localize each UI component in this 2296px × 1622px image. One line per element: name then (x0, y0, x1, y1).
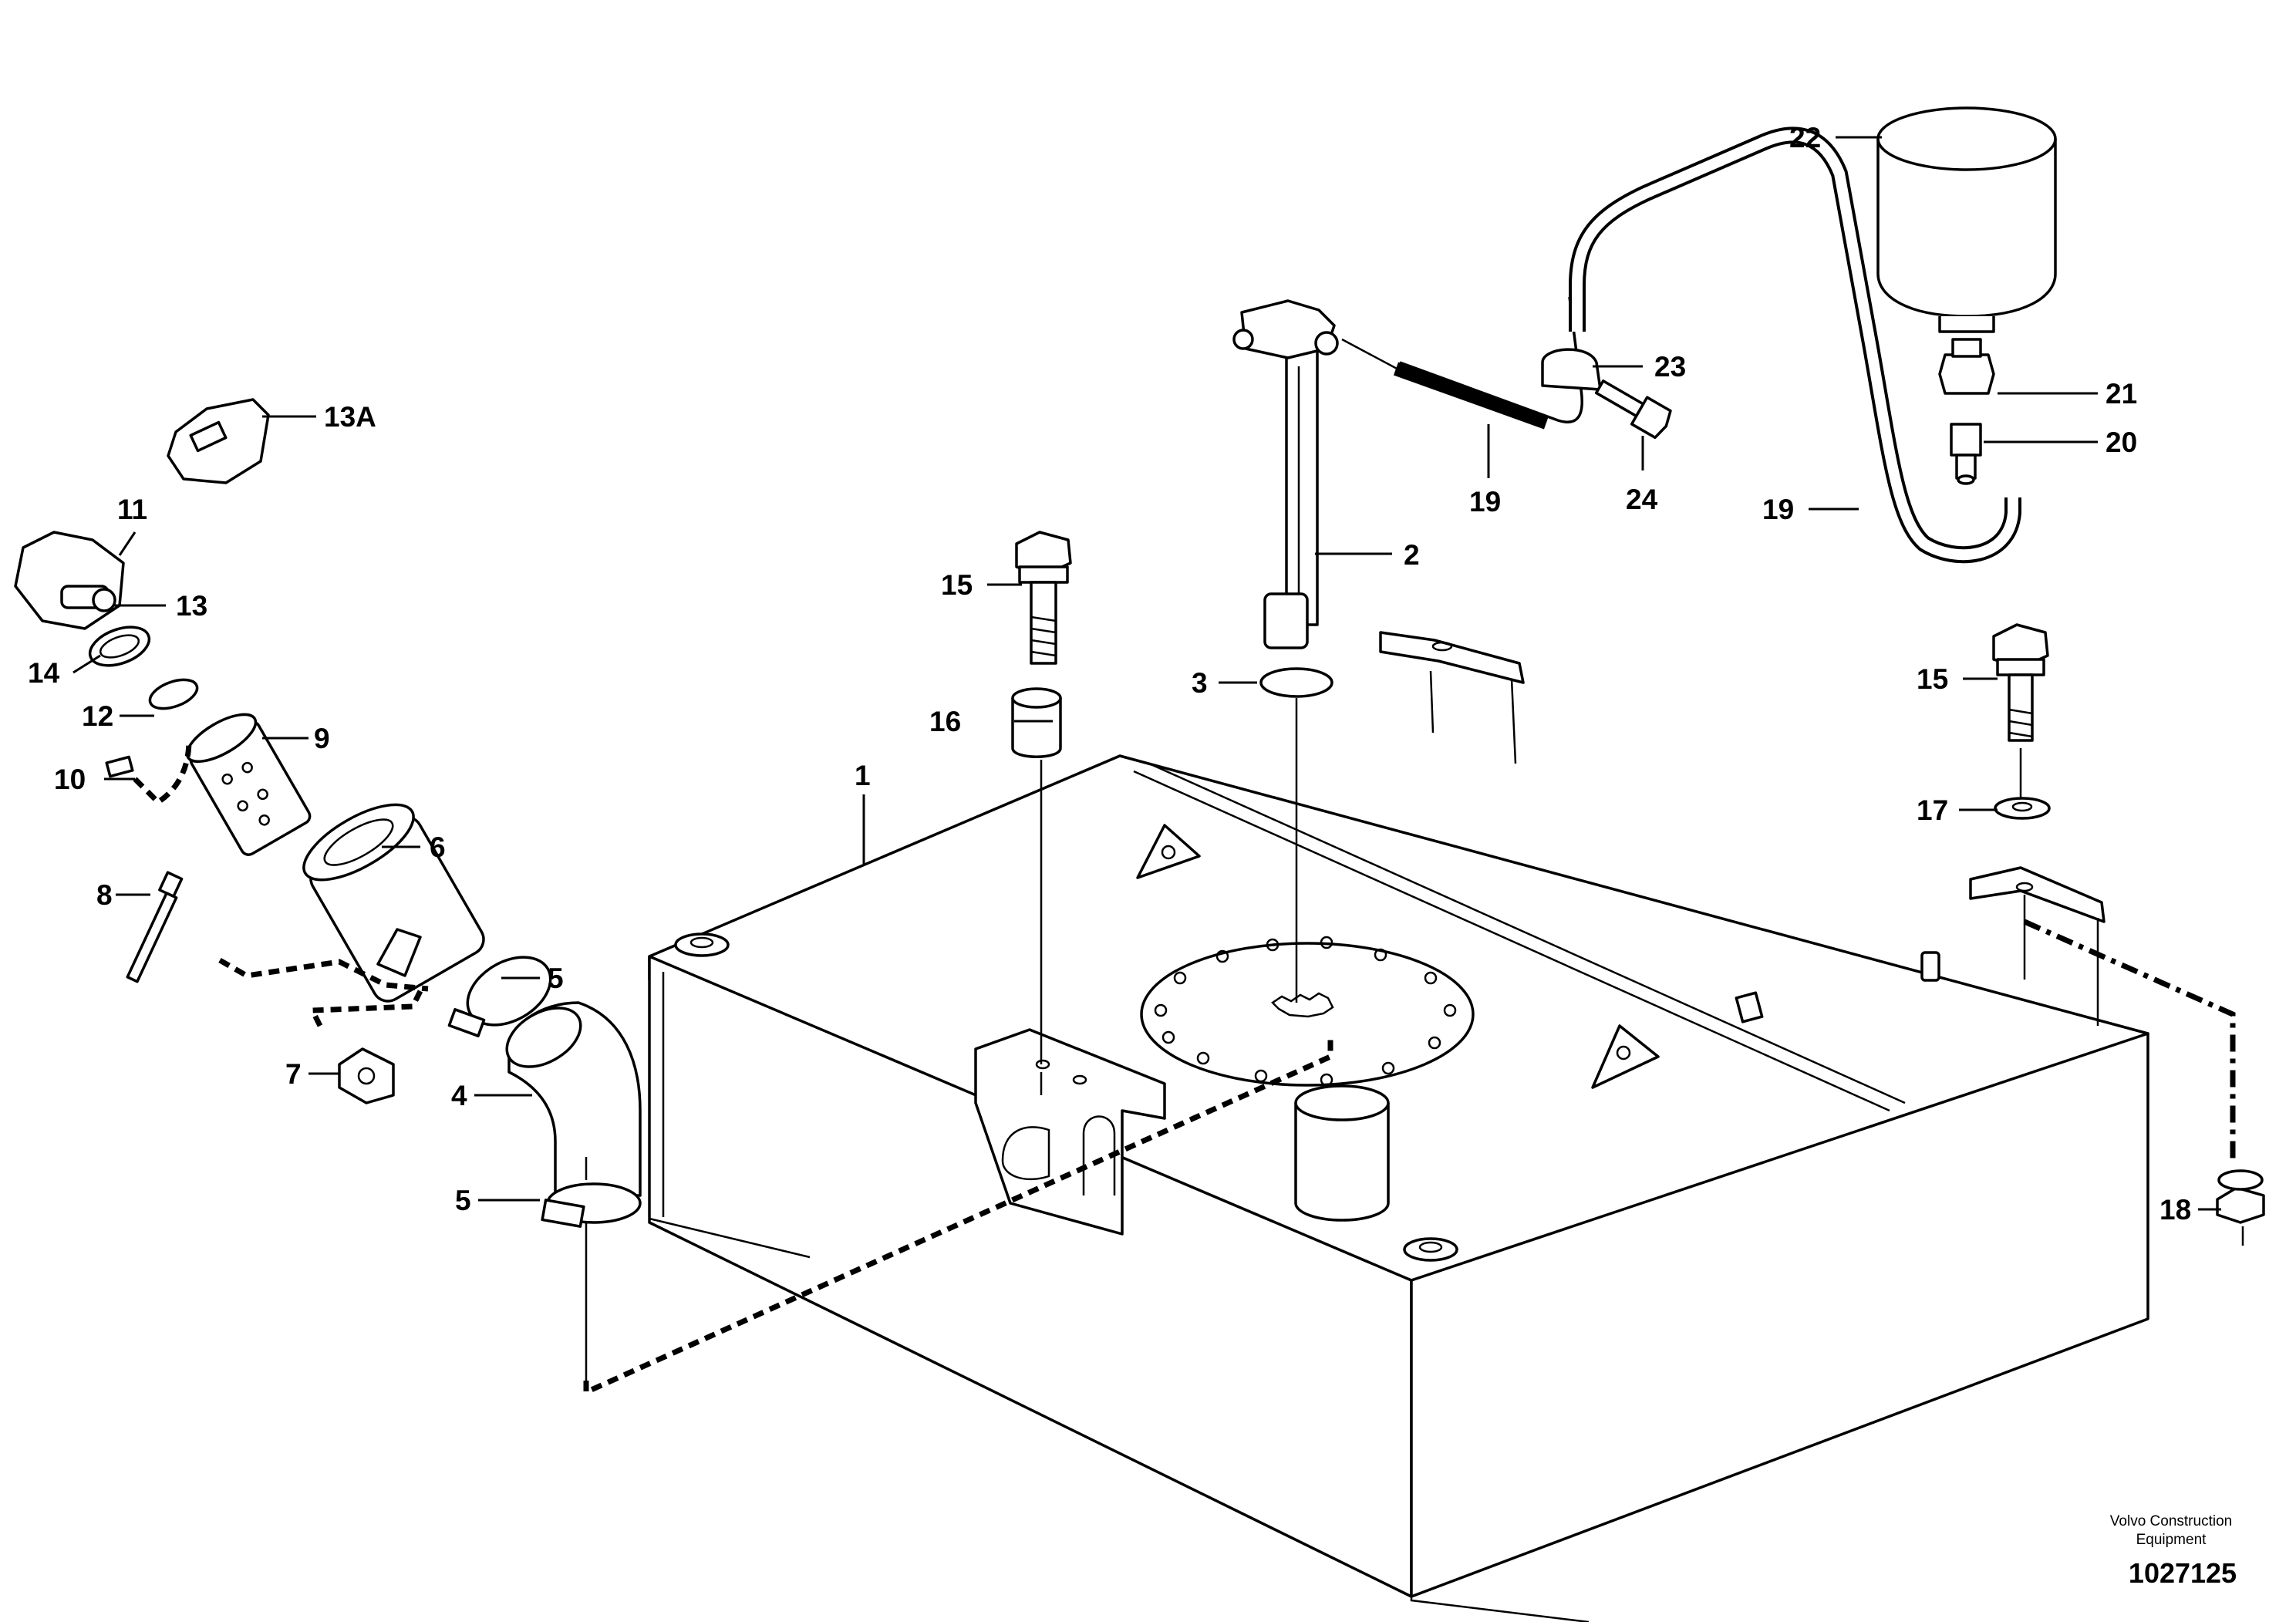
callout-20: 20 (2106, 427, 2137, 458)
callout-3: 3 (1192, 667, 1208, 699)
callout-18: 18 (2159, 1194, 2191, 1226)
credit-block: Volvo Construction Equipment 1027125 (2110, 1513, 2237, 1589)
o-ring (1259, 667, 1333, 698)
fuel-tank (648, 631, 2149, 1622)
callout-16: 16 (929, 706, 961, 737)
callout-15-right: 15 (1917, 663, 1948, 695)
callout-labels: 1 2 3 4 5 5 6 7 8 9 10 11 12 13 13A 14 1… (28, 122, 2191, 1226)
callout-15-left: 15 (941, 569, 973, 601)
callout-1: 1 (855, 760, 871, 791)
callout-24: 24 (1626, 484, 1658, 515)
callout-13a: 13A (324, 401, 376, 433)
callout-9: 9 (314, 723, 330, 754)
drawing-number: 1027125 (2129, 1557, 2237, 1589)
callout-19-left: 19 (1469, 486, 1501, 518)
callout-19-right: 19 (1762, 494, 1794, 525)
mounting-hardware-left (1011, 531, 1072, 1064)
callout-17: 17 (1917, 794, 1948, 826)
credit-line-2: Equipment (2136, 1532, 2207, 1548)
mounting-hardware-right (1992, 623, 2265, 1246)
callout-13: 13 (176, 590, 207, 622)
assembly-line-left (583, 1034, 1333, 1397)
callout-6: 6 (430, 831, 446, 863)
callout-5-lower: 5 (455, 1185, 471, 1216)
callout-7: 7 (285, 1058, 302, 1090)
credit-line-1: Volvo Construction (2110, 1513, 2232, 1529)
fuel-level-sender (1232, 299, 1401, 649)
callout-5-upper: 5 (548, 963, 564, 994)
callout-14: 14 (28, 657, 60, 689)
callout-2: 2 (1404, 539, 1420, 571)
leader-lines (72, 136, 2221, 1211)
callout-4: 4 (451, 1080, 467, 1111)
callout-11: 11 (117, 494, 147, 525)
callout-12: 12 (82, 700, 113, 732)
callout-23: 23 (1654, 351, 1686, 383)
filler-neck-assembly (14, 398, 1043, 1381)
callout-21: 21 (2106, 378, 2137, 410)
callout-22: 22 (1789, 122, 1821, 153)
callout-10: 10 (54, 764, 86, 795)
callout-8: 8 (96, 879, 113, 911)
breather-assembly (1393, 106, 2057, 564)
assembly-line-right (2023, 919, 2236, 1165)
